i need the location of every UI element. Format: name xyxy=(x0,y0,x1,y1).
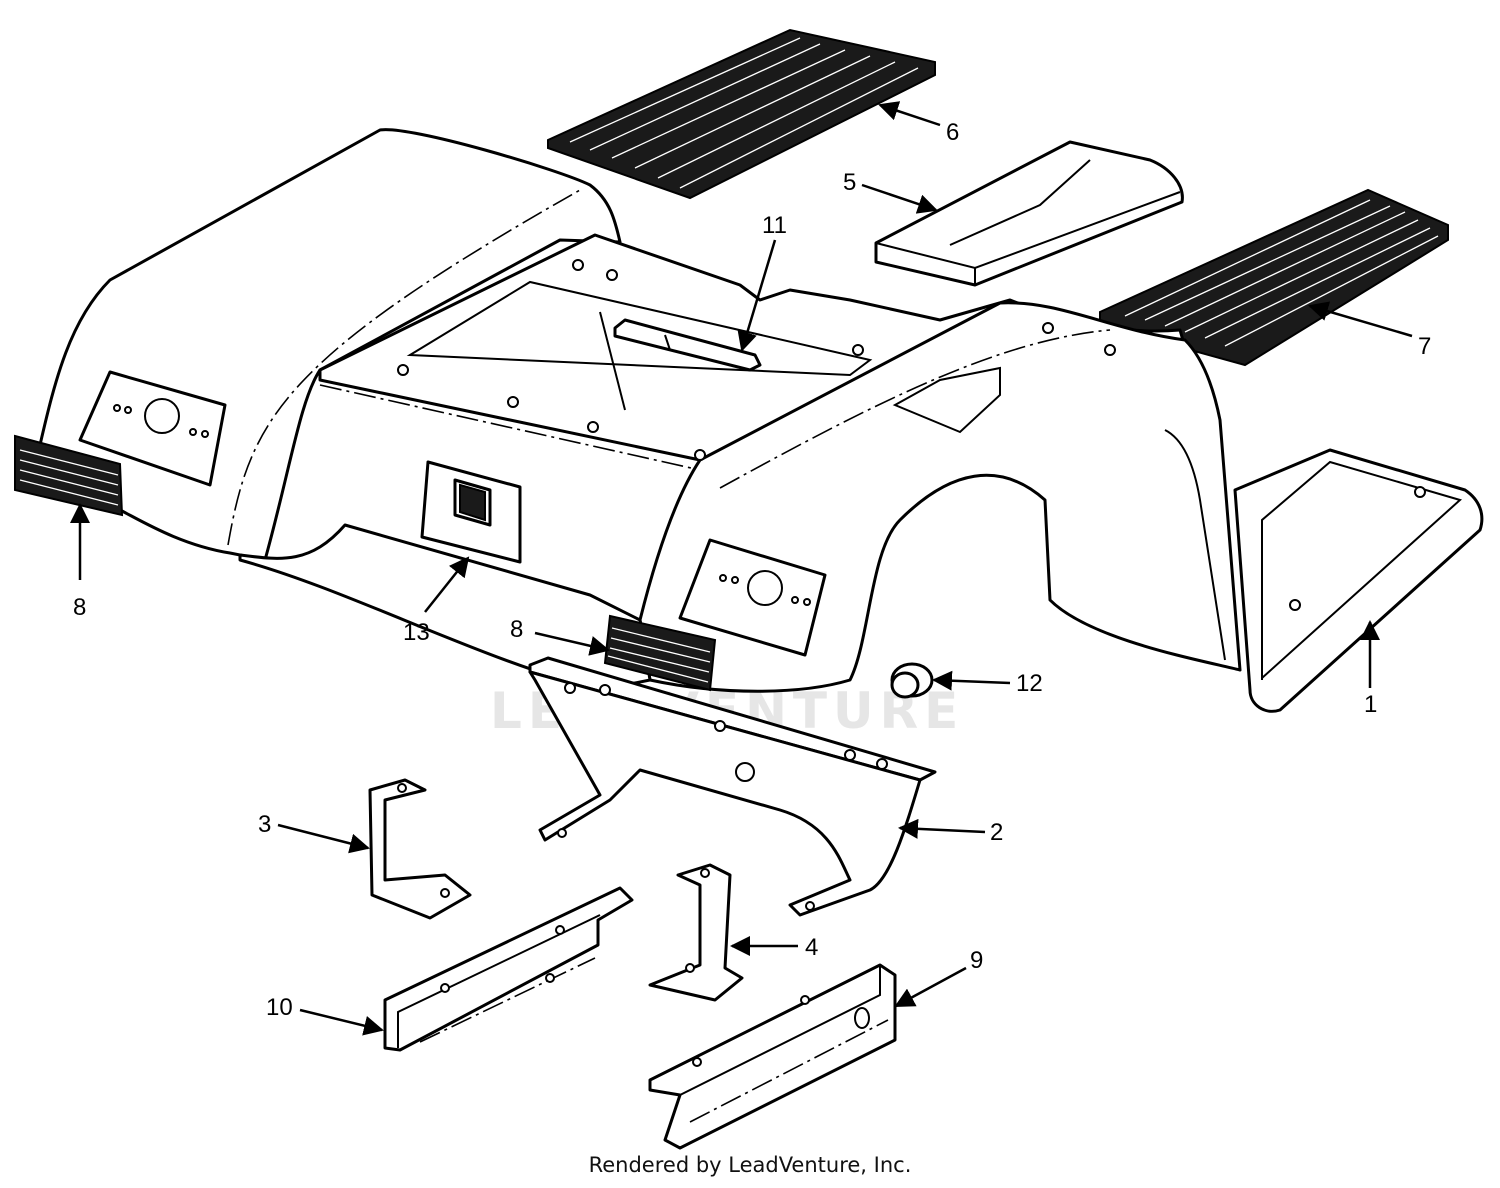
part-9-channel xyxy=(648,963,897,1150)
callout-8-left: 8 xyxy=(70,503,90,621)
part-11-slot-trim xyxy=(613,318,762,372)
callout-label: 7 xyxy=(1418,333,1431,360)
callout-8-right: 8 xyxy=(510,616,610,656)
callout-label: 4 xyxy=(805,934,818,961)
callout-label: 10 xyxy=(266,994,293,1021)
callout-label: 3 xyxy=(258,811,271,838)
callout-label: 12 xyxy=(1016,670,1043,697)
callout-5: 5 xyxy=(843,169,938,214)
callout-label: 2 xyxy=(990,819,1003,846)
callout-10: 10 xyxy=(266,994,384,1036)
part-3-bracket xyxy=(368,778,472,920)
callout-1: 1 xyxy=(1360,620,1380,718)
callout-label: 1 xyxy=(1364,691,1377,718)
callout-label: 5 xyxy=(843,169,856,196)
callout-2: 2 xyxy=(898,818,1003,846)
footer-credit: Rendered by LeadVenture, Inc. xyxy=(588,1153,912,1177)
part-5-center-cover xyxy=(874,140,1184,287)
callout-12: 12 xyxy=(932,670,1043,697)
callout-3: 3 xyxy=(258,811,370,854)
callout-6: 6 xyxy=(878,101,959,146)
callout-label: 6 xyxy=(946,119,959,146)
callout-9: 9 xyxy=(894,947,983,1008)
part-1-hood-body xyxy=(38,128,1484,713)
callout-13: 13 xyxy=(403,556,470,646)
callout-label: 13 xyxy=(403,619,430,646)
callout-7: 7 xyxy=(1308,301,1431,360)
callout-4: 4 xyxy=(730,934,818,961)
part-12-plug xyxy=(890,662,934,699)
callout-label: 8 xyxy=(510,616,523,643)
callout-11: 11 xyxy=(737,212,787,352)
part-4-bracket xyxy=(648,863,744,1002)
part-6-top-mat xyxy=(547,28,936,200)
part-13-decal xyxy=(420,460,522,564)
callout-label: 8 xyxy=(73,594,86,621)
callout-label: 9 xyxy=(970,947,983,974)
callout-label: 11 xyxy=(762,212,787,239)
part-8-reflector-left xyxy=(14,434,124,517)
part-10-channel xyxy=(383,886,634,1052)
